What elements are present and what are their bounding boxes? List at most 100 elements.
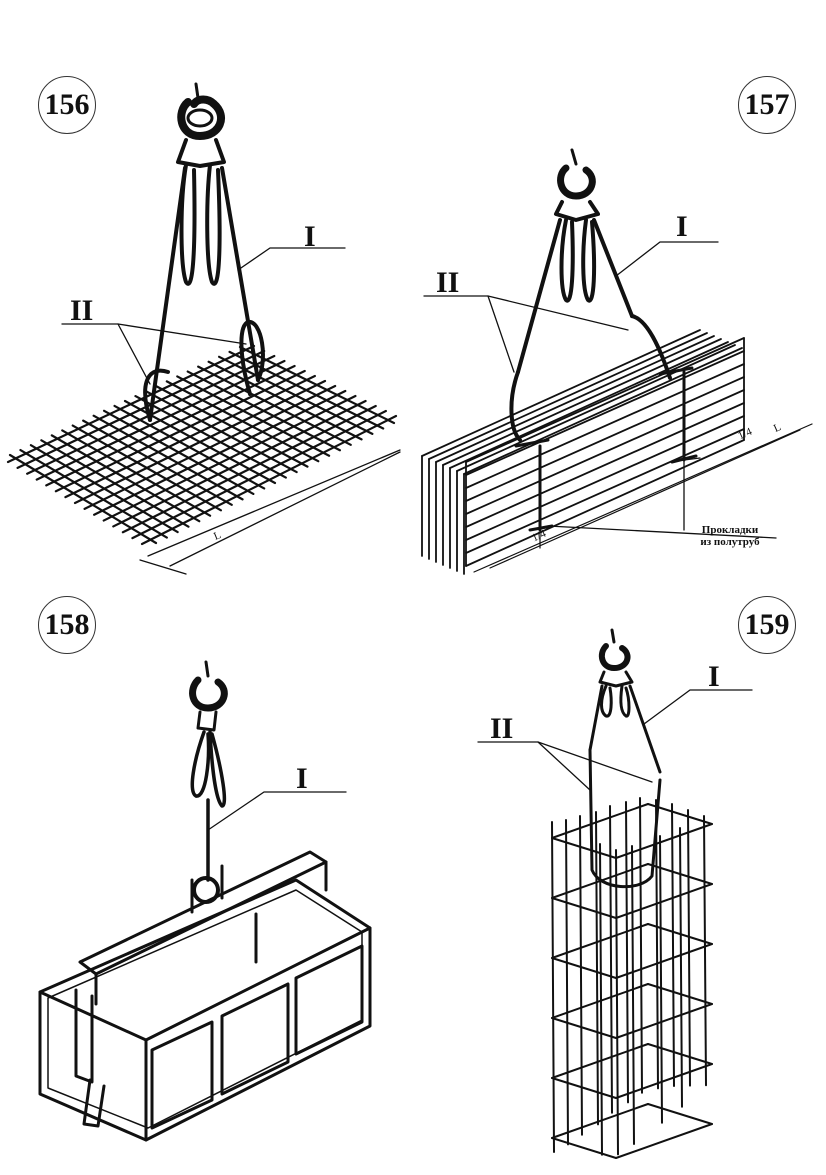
panel-edge [465,428,745,554]
cage-hoop [647,983,713,1005]
label-grips-159: II [490,712,514,745]
container-box-158 [38,850,372,1142]
panel-edge [456,344,736,472]
figure-157-drawing [421,148,813,575]
panel-edge [428,332,708,460]
cage-hoop [551,1017,617,1039]
panel-edge [465,389,745,515]
cage-hoop [551,1137,617,1159]
cage-bar [579,815,583,1136]
spacer-note-line-1: Прокладки [701,524,759,536]
mesh-bar [112,399,367,528]
cage-hoop [551,803,649,839]
cage-hoop [551,837,617,859]
panel-edge [442,338,722,466]
cage-bar [655,799,659,1090]
reinforcement-mesh-156 [6,344,398,546]
cage-bar [599,843,603,1156]
panel-edge [465,402,745,528]
cage-hoop [615,1063,713,1099]
cage-bar [609,805,613,1114]
label-sling-156: I [304,220,316,253]
figure-158-drawing [38,660,372,1142]
crane-hook-156 [176,82,226,168]
cage-bar [687,809,691,1087]
panel-edge [465,415,745,541]
sling-loops-156 [143,163,265,422]
mesh-bar [140,414,398,546]
cage-hoop [615,883,713,919]
panel-edge [465,376,745,502]
dimension-lines-157 [473,423,813,573]
mesh-bar [93,389,347,516]
cage-bar [703,815,707,1087]
mesh-bar [131,409,387,540]
spacer-note-line-2: из полутруб [700,536,760,549]
figure-number-158: 158 [38,596,96,654]
cage-bar [565,819,569,1146]
stacked-panels-157 [421,329,745,575]
panel-edge [465,363,745,489]
mesh-bar [102,394,357,522]
cage-bar [671,803,675,1087]
mesh-bar [45,364,296,487]
cage-hoop [615,823,713,859]
panel-edge [435,335,715,463]
mesh-bar [54,369,306,493]
spacer-note-157: Прокладки из полутруб [684,524,776,548]
cage-bar [625,801,629,1104]
panel-edge [449,341,729,469]
mesh-bar [16,349,266,469]
panel-edge [463,347,743,475]
dimension-line-156 [139,449,401,575]
leader-lines-159 [477,689,753,791]
cage-bar [551,821,555,1153]
label-grips-157: II [436,266,460,299]
cage-bar [615,849,619,1156]
cage-bar [659,835,663,1124]
panel-edge [465,439,745,567]
mesh-bar [26,354,276,475]
leader-lines-156 [61,247,346,385]
label-grips-156: II [70,294,94,327]
figure-number-157: 157 [738,76,796,134]
crane-hook-158 [189,660,228,732]
cage-hoop [615,1003,713,1039]
cage-bar [631,845,635,1145]
crane-hook-157 [554,148,600,222]
reinforcement-cage-159 [551,797,713,1159]
cage-hoop [551,957,617,979]
cage-hoop [551,897,617,919]
crane-hook-159 [598,628,634,688]
label-sling-159: I [708,660,720,693]
cage-bar [595,811,599,1126]
mesh-bar [83,384,337,510]
figure-number-159: 159 [738,596,796,654]
cage-hoop [647,1103,713,1125]
mesh-bar [121,404,377,534]
figure-number-156: 156 [38,76,96,134]
label-sling-158: I [296,762,308,795]
label-sling-157: I [676,210,688,243]
cage-bar [679,827,683,1108]
leader-lines-157 [423,241,777,539]
cage-hoop [615,943,713,979]
mesh-bar [35,359,286,481]
leader-line-158 [207,791,347,831]
figure-159-drawing [477,628,753,1159]
panel-edge [465,337,745,463]
half-pipe-spacers-157 [514,366,698,532]
figure-156-drawing [6,82,401,575]
sling-loop-158 [190,730,227,904]
panel-edge [421,329,701,457]
cage-bar [639,797,643,1094]
sling-loops-159 [588,684,662,889]
mesh-bar [64,374,316,499]
mesh-bar [73,379,327,505]
cage-hoop [615,1123,713,1159]
mesh-bar [6,344,256,464]
cage-hoop [647,803,713,825]
cage-hoop [551,1077,617,1099]
